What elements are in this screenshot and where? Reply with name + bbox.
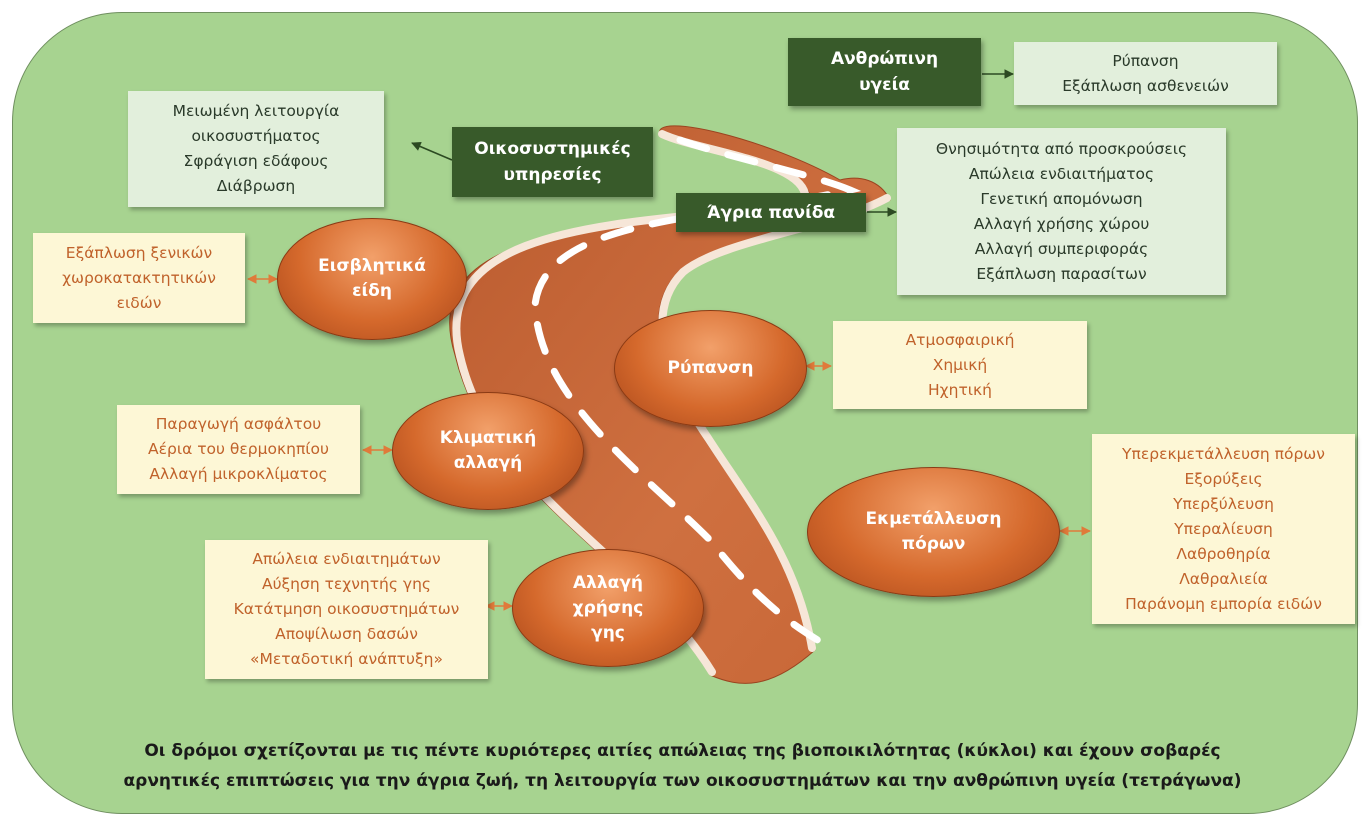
effect-text: οικοσυστήματος — [191, 127, 321, 145]
cause-text: Λαθραλιεία — [1179, 569, 1268, 588]
effect-text: Θνησιμότητα από προσκρούσεις — [935, 139, 1188, 158]
cause-text: ειδών — [116, 293, 162, 312]
arrow-ecosystem-services — [411, 141, 453, 161]
circle-label-line: Αλλαγή — [572, 572, 644, 593]
effect-text: Ρύπανση — [1112, 51, 1179, 70]
effect-text: Εξάπλωση παρασίτων — [976, 264, 1147, 283]
ecosystem-services-label: Οικοσυστημικές υπηρεσίες — [452, 127, 653, 197]
cause-text: Υπεραλίευση — [1174, 519, 1273, 538]
cause-text: Απώλεια ενδιαιτημάτων — [252, 550, 441, 568]
cause-text: χωροκατακτητικών — [62, 268, 216, 287]
effect-text: Απώλεια ενδιαιτήματος — [968, 164, 1155, 183]
cause-text: Χημική — [932, 355, 988, 374]
invasive-species-causes-box: Εξάπλωση ξενικών χωροκατακτητικών ειδών — [33, 233, 245, 323]
land-use-change-causes-box: Απώλεια ενδιαιτημάτων Αύξηση τεχνητής γη… — [205, 540, 488, 679]
circle-label-line: Εκμετάλλευση — [865, 509, 1002, 529]
cause-text: Υπερεκμετάλλευση πόρων — [1122, 444, 1325, 463]
label-line: Οικοσυστημικές — [474, 139, 631, 159]
circle-label-line: γης — [591, 622, 625, 643]
cause-text: Εξορύξεις — [1184, 469, 1263, 488]
effect-text: Αλλαγή χρήσης χώρου — [973, 214, 1150, 233]
label-line: Άγρια πανίδα — [706, 202, 836, 223]
road-center-dashed-line — [531, 136, 862, 654]
effect-text: Μειωμένη λειτουργία — [172, 102, 340, 120]
effect-text: Γενετική απομόνωση — [980, 189, 1143, 208]
cause-text: Ατμοσφαιρική — [905, 330, 1015, 349]
circle-label-line: αλλαγή — [453, 453, 523, 473]
cause-text: Λαθροθηρία — [1176, 544, 1271, 563]
circle-label-line: Ρύπανση — [667, 358, 754, 378]
cause-text: Ηχητική — [928, 380, 992, 399]
cause-text: Υπερξύλευση — [1173, 494, 1274, 513]
effect-text: Σφράγιση εδάφους — [183, 152, 329, 170]
wildlife-label: Άγρια πανίδα — [676, 193, 866, 232]
invasive-species-circle: Εισβλητικά είδη — [277, 218, 467, 340]
climate-change-causes-box: Παραγωγή ασφάλτου Αέρια του θερμοκηπίου … — [117, 405, 360, 494]
land-use-change-circle: Αλλαγή χρήσης γης — [512, 549, 704, 667]
diagram-caption: Οι δρόμοι σχετίζονται με τις πέντε κυριό… — [60, 736, 1305, 796]
cause-text: «Μεταδοτική ανάπτυξη» — [250, 650, 443, 668]
effect-text: Διάβρωση — [216, 177, 296, 195]
climate-change-circle: Κλιματική αλλαγή — [392, 392, 584, 510]
circle-label-line: Εισβλητικά — [318, 256, 426, 276]
cause-text: Αποψίλωση δασών — [275, 625, 418, 643]
circle-label-line: χρήσης — [572, 597, 644, 618]
wildlife-effects-box: Θνησιμότητα από προσκρούσεις Απώλεια ενδ… — [897, 128, 1226, 295]
ecosystem-services-effects-box: Μειωμένη λειτουργία οικοσυστήματος Σφράγ… — [128, 91, 384, 207]
pollution-causes-box: Ατμοσφαιρική Χημική Ηχητική — [833, 321, 1087, 409]
cause-text: Εξάπλωση ξενικών — [65, 243, 213, 262]
label-line: Ανθρώπινη — [830, 49, 939, 69]
circle-label-line: πόρων — [901, 534, 966, 554]
cause-text: Κατάτμηση οικοσυστημάτων — [233, 600, 460, 618]
resource-exploitation-causes-box: Υπερεκμετάλλευση πόρων Εξορύξεις Υπερξύλ… — [1092, 434, 1355, 624]
label-line: υπηρεσίες — [503, 165, 602, 185]
label-line: υγεία — [859, 75, 910, 95]
cause-text: Παραγωγή ασφάλτου — [155, 415, 322, 433]
human-health-label: Ανθρώπινη υγεία — [788, 38, 981, 106]
caption-line: αρνητικές επιπτώσεις για την άγρια ζωή, … — [123, 771, 1242, 791]
cause-text: Αέρια του θερμοκηπίου — [148, 440, 329, 458]
cause-text: Παράνομη εμπορία ειδών — [1125, 594, 1322, 613]
effect-text: Εξάπλωση ασθενειών — [1062, 76, 1229, 95]
pollution-circle: Ρύπανση — [614, 310, 807, 427]
circle-label-line: Κλιματική — [439, 428, 537, 448]
human-health-effects-box: Ρύπανση Εξάπλωση ασθενειών — [1014, 42, 1277, 105]
resource-exploitation-circle: Εκμετάλλευση πόρων — [807, 467, 1060, 597]
caption-line: Οι δρόμοι σχετίζονται με τις πέντε κυριό… — [144, 741, 1221, 761]
circle-label-line: είδη — [352, 281, 392, 301]
cause-text: Αλλαγή μικροκλίματος — [149, 465, 328, 483]
effect-text: Αλλαγή συμπεριφοράς — [974, 239, 1149, 258]
cause-text: Αύξηση τεχνητής γης — [261, 575, 432, 593]
